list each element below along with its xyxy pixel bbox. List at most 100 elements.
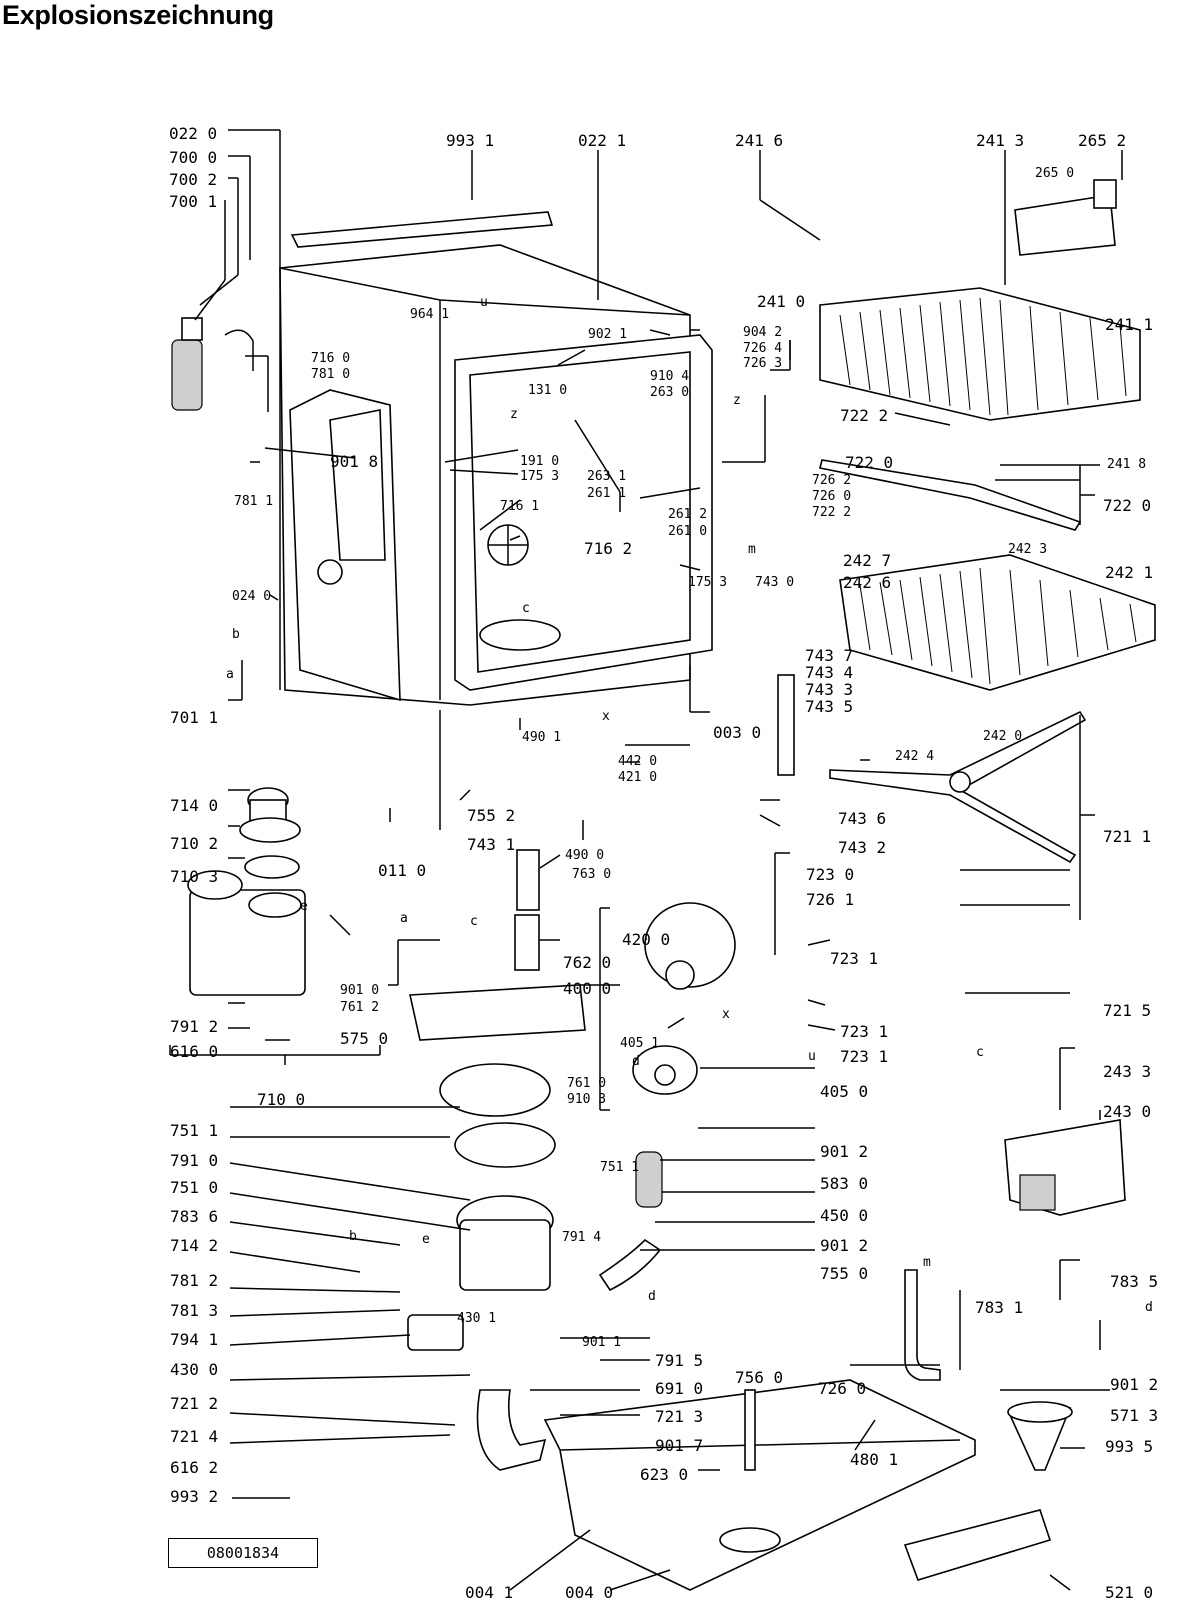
callout-letter: z [733,393,741,408]
part-label: 755 2 [467,806,515,825]
part-label: 721 5 [1103,1001,1151,1020]
part-label: 521 0 [1105,1583,1153,1602]
part-label: 442 0 [618,754,657,769]
part-label: 265 0 [1035,166,1074,181]
part-label: 751 0 [170,1178,218,1197]
part-labels: 022 0 700 0 700 2 700 1 993 1 022 1 241 … [169,124,1158,1602]
part-label: 024 0 [232,589,271,604]
callout-letter: a [400,911,408,926]
part-label: 242 7 [843,551,891,570]
part-label: 583 0 [820,1174,868,1193]
part-label: 242 4 [895,749,934,764]
part-label: 901 7 [655,1436,703,1455]
callout-letter: c [522,601,530,616]
part-label: 242 1 [1105,563,1153,582]
part-label: 743 7 [805,646,853,665]
part-label: 756 0 [735,1368,783,1387]
part-label: 901 8 [330,452,378,471]
callout-letter: x [602,709,610,724]
part-label: 726 2 [812,473,851,488]
part-label: 901 2 [820,1236,868,1255]
part-label: 722 0 [1103,496,1151,515]
part-label: 405 1 [620,1036,659,1051]
part-label: 901 2 [1110,1375,1158,1394]
part-label: 910 3 [567,1092,606,1107]
part-label: 175 3 [520,469,559,484]
part-label: 616 2 [170,1458,218,1477]
part-label: 723 1 [840,1022,888,1041]
callout-letter: m [748,542,756,557]
part-label: 743 5 [805,697,853,716]
part-label: 480 1 [850,1450,898,1469]
part-label: 791 5 [655,1351,703,1370]
part-label: 904 2 [743,325,782,340]
part-drawings [171,179,1156,1591]
part-label: 726 1 [806,890,854,909]
part-label: 616 0 [170,1042,218,1061]
part-label: 761 0 [567,1076,606,1091]
part-label: 743 2 [838,838,886,857]
part-label: 743 0 [755,575,794,590]
callout-letter: d [632,1054,640,1069]
part-label: 763 0 [572,867,611,882]
callout-letter: a [226,667,234,682]
part-label: 723 1 [840,1047,888,1066]
part-label: 243 0 [1103,1102,1151,1121]
part-label: 450 0 [820,1206,868,1225]
part-label: 721 2 [170,1394,218,1413]
part-label: 791 0 [170,1151,218,1170]
part-label: 910 4 [650,369,689,384]
part-label: 722 0 [845,453,893,472]
part-label: 993 1 [446,131,494,150]
connection-letters: u z z x m c b a e a c x d u c b e d m d [226,295,1153,1315]
part-label: 993 2 [170,1487,218,1506]
part-label: 722 2 [812,505,851,520]
part-label: 700 1 [169,192,217,211]
part-label: 701 1 [170,708,218,727]
callout-letter: x [722,1007,730,1022]
part-label: 716 1 [500,499,539,514]
part-label: 755 0 [820,1264,868,1283]
part-label: 726 3 [743,356,782,371]
part-label: 716 0 [311,351,350,366]
callout-letter: u [808,1049,816,1064]
callout-letter: u [480,295,488,310]
part-label: 714 2 [170,1236,218,1255]
part-label: 762 0 [563,953,611,972]
part-label: 723 0 [806,865,854,884]
leader-lines [169,129,1123,1591]
part-label: 714 0 [170,796,218,815]
part-label: 721 1 [1103,827,1151,846]
part-label: 751 1 [600,1160,639,1175]
part-label: 783 6 [170,1207,218,1226]
part-label: 420 0 [622,930,670,949]
callout-letter: d [1145,1300,1153,1315]
callout-letter: c [470,914,478,929]
part-label: 716 2 [584,539,632,558]
part-label: 490 0 [565,848,604,863]
callout-letter: b [349,1229,357,1244]
part-label: 490 1 [522,730,561,745]
callout-letter: e [422,1232,430,1247]
part-label: 241 0 [757,292,805,311]
part-label: 011 0 [378,861,426,880]
part-label: 430 0 [170,1360,218,1379]
part-label: 761 2 [340,1000,379,1015]
part-label: 263 0 [650,385,689,400]
part-label: 691 0 [655,1379,703,1398]
part-label: 722 2 [840,406,888,425]
part-label: 710 3 [170,867,218,886]
callout-letter: e [300,899,308,914]
part-label: 004 1 [465,1583,513,1602]
part-label: 902 1 [588,327,627,342]
part-label: 781 2 [170,1271,218,1290]
part-label: 783 5 [1110,1272,1158,1291]
part-label: 723 1 [830,949,878,968]
part-label: 901 1 [582,1335,621,1350]
part-label: 726 0 [812,489,851,504]
part-label: 781 1 [234,494,273,509]
part-label: 191 0 [520,454,559,469]
part-label: 726 4 [743,341,782,356]
part-label: 131 0 [528,383,567,398]
